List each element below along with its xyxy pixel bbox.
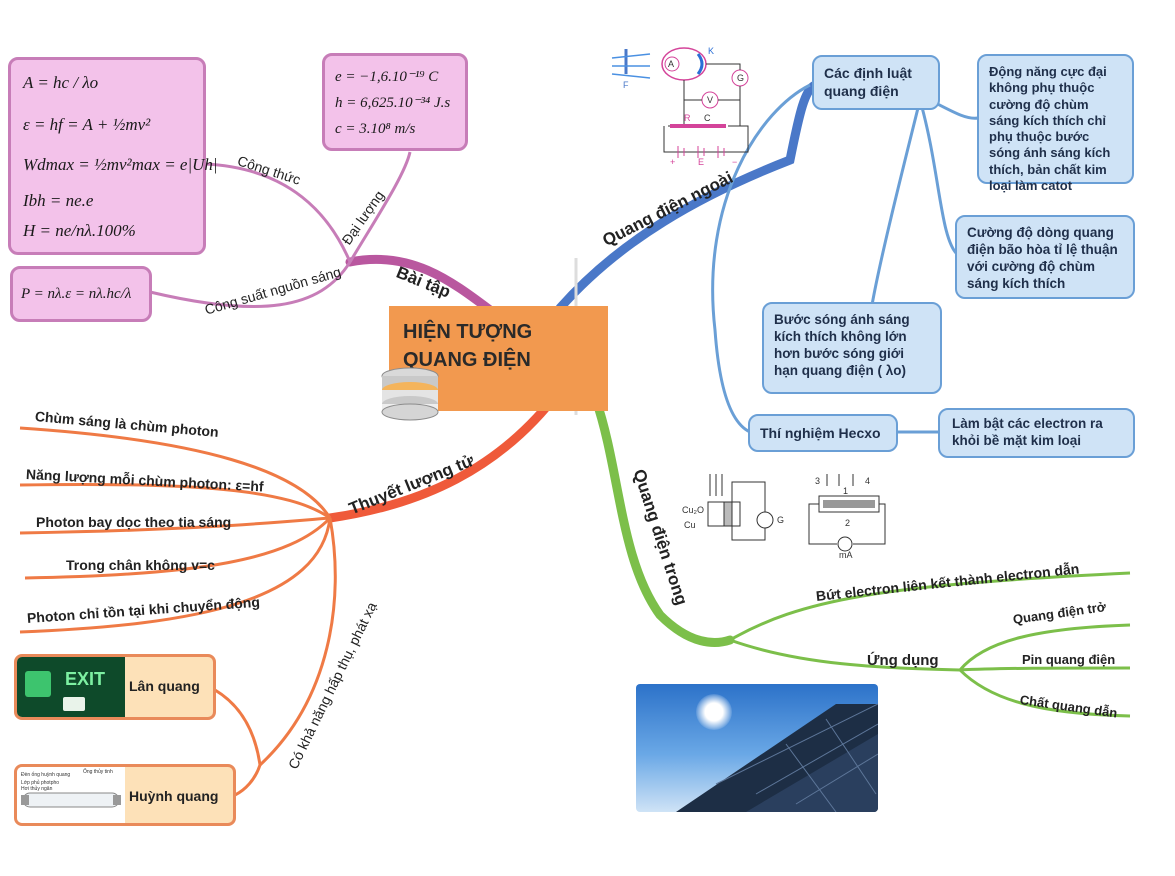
lamp-label-2: Ống thủy tinh bbox=[83, 768, 113, 775]
node-lan-quang-label: Lân quang bbox=[129, 678, 200, 694]
diagram-label-k: K bbox=[708, 46, 714, 56]
node-law-current-label: Cường độ dòng quang điện bão hòa tỉ lệ t… bbox=[967, 225, 1118, 291]
constants-box: e = −1,6.10⁻¹⁹ C h = 6,625.10⁻³⁴ J.s c =… bbox=[322, 53, 468, 151]
solar-panel-graphic bbox=[676, 703, 878, 812]
node-law-kinetic: Động năng cực đại không phụ thuộc cường … bbox=[977, 54, 1134, 193]
node-dinh-luat-label: Các định luật quang điện bbox=[824, 65, 912, 99]
diagram-label-cu2o: Cu₂O bbox=[682, 505, 704, 515]
database-icon bbox=[381, 367, 439, 421]
fluorescent-lamp-image: Đèn ống huỳnh quang Ống thủy tinh Lớp ph… bbox=[17, 767, 125, 823]
formula-epsilon: ε = hf = A + ½mv² bbox=[23, 115, 151, 134]
diagram-label-4: 4 bbox=[865, 476, 870, 486]
diagram-label-a: A bbox=[668, 59, 674, 69]
lamp-label-3: Lớp phủ photpho bbox=[21, 779, 59, 786]
power-box: P = nλ.ε = nλ.hc/λ bbox=[10, 266, 152, 322]
central-topic: HIỆN TƯỢNG QUANG ĐIỆN bbox=[381, 306, 608, 421]
diagram-label-e: E bbox=[698, 157, 704, 166]
lamp-label-1: Đèn ống huỳnh quang bbox=[21, 772, 70, 778]
diagram-label-g: G bbox=[737, 73, 744, 83]
central-title-line2: QUANG ĐIỆN bbox=[403, 349, 531, 371]
exit-sign-image: EXIT bbox=[17, 657, 125, 717]
formula-kinetic: Wdmax = ½mv²max = e|Uh| bbox=[23, 155, 218, 174]
running-man-icon bbox=[25, 671, 51, 697]
diagram-label-ma: mA bbox=[839, 550, 853, 560]
item-photon-bay: Photon bay dọc theo tia sáng bbox=[36, 514, 232, 530]
diagram-label-g2: G bbox=[777, 515, 784, 525]
diagram-label-2: 2 bbox=[845, 518, 850, 528]
diagram-label-r: R bbox=[684, 113, 691, 123]
node-ung-dung: Ứng dụng bbox=[867, 652, 939, 669]
node-huynh-quang-label: Huỳnh quang bbox=[129, 788, 219, 804]
diagram-label-1: 1 bbox=[843, 486, 848, 496]
diagram-label-v: V bbox=[707, 95, 713, 105]
sun-icon bbox=[696, 694, 732, 730]
formula-efficiency: H = ne/nλ.100% bbox=[23, 221, 136, 240]
photocell-diagram: 3 4 1 2 mA bbox=[808, 474, 886, 560]
node-law-wavelength: Bước sóng ánh sáng kích thích không lớn … bbox=[762, 302, 942, 394]
node-law-wavelength-label: Bước sóng ánh sáng kích thích không lớn … bbox=[774, 312, 910, 378]
app-pin-quang-dien: Pin quang điện bbox=[1022, 652, 1116, 667]
item-chan-khong: Trong chân không v=c bbox=[66, 557, 215, 573]
formula-box: A = hc / λo ε = hf = A + ½mv² Wdmax = ½m… bbox=[8, 57, 218, 255]
constant-c: c = 3.10⁸ m/s bbox=[335, 121, 416, 137]
node-law-current: Cường độ dòng quang điện bão hòa tỉ lệ t… bbox=[955, 215, 1135, 299]
central-title-line1: HIỆN TƯỢNG bbox=[403, 321, 533, 343]
node-huynh-quang: Đèn ống huỳnh quang Ống thủy tinh Lớp ph… bbox=[14, 764, 236, 826]
node-hecxo-result: Làm bật các electron ra khỏi bề mặt kim … bbox=[938, 408, 1135, 458]
diagram-label-plus: + bbox=[670, 157, 675, 166]
formula-power: P = nλ.ε = nλ.hc/λ bbox=[21, 286, 132, 302]
fluorescent-lamp-graphic: Đèn ống huỳnh quang Ống thủy tinh Lớp ph… bbox=[21, 768, 121, 808]
node-hecxo-label: Thí nghiệm Hecxo bbox=[760, 425, 881, 441]
photoresistor-diagram: Cu₂O Cu G bbox=[682, 474, 784, 541]
node-lan-quang: EXIT Lân quang bbox=[14, 654, 216, 720]
constant-h: h = 6,625.10⁻³⁴ J.s bbox=[335, 95, 451, 111]
node-law-kinetic-label: Động năng cực đại không phụ thuộc cường … bbox=[989, 64, 1111, 193]
node-hecxo-result-label: Làm bật các electron ra khỏi bề mặt kim … bbox=[952, 416, 1103, 448]
formula-work: A = hc / λo bbox=[23, 73, 99, 92]
arrow-sign-icon bbox=[63, 697, 85, 711]
exit-sign-text: EXIT bbox=[65, 669, 106, 689]
diagram-label-cu: Cu bbox=[684, 520, 696, 530]
diagram-label-3: 3 bbox=[815, 476, 820, 486]
central-title: HIỆN TƯỢNG QUANG ĐIỆN bbox=[403, 318, 532, 374]
diagram-label-c: C bbox=[704, 113, 711, 123]
lamp-label-4: Hơi thủy ngân bbox=[21, 785, 53, 792]
node-hecxo: Thí nghiệm Hecxo bbox=[748, 414, 898, 452]
constant-e: e = −1,6.10⁻¹⁹ C bbox=[335, 69, 439, 85]
diagram-label-minus: − bbox=[732, 157, 737, 166]
node-dinh-luat: Các định luật quang điện bbox=[812, 55, 940, 110]
formula-current: Ibh = ne.e bbox=[23, 191, 94, 210]
solar-panel-image bbox=[636, 684, 878, 812]
diagram-label-f: F bbox=[623, 80, 629, 90]
photoelectric-circuit-diagram: F A K G V R C + E − bbox=[611, 46, 749, 166]
